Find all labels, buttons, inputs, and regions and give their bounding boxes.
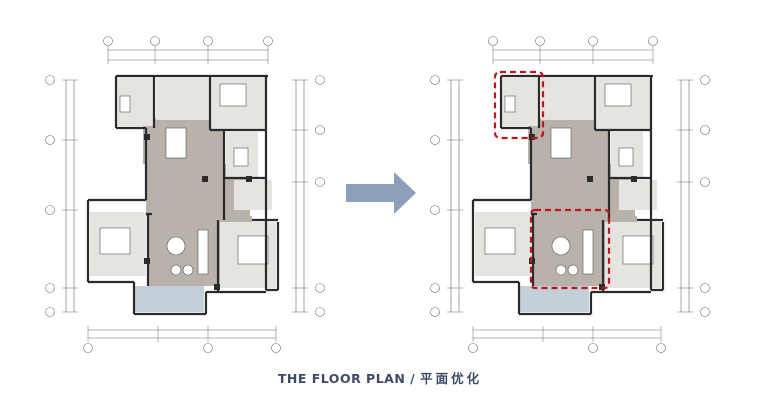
grid-axis-bubble (315, 75, 325, 85)
lounge-chair (170, 264, 182, 276)
structural-column (144, 134, 150, 140)
structural-column (587, 176, 593, 182)
bed-top (604, 83, 632, 107)
toilet (119, 95, 131, 113)
coffee-table (551, 236, 571, 256)
right-arrow-icon (346, 172, 416, 214)
after-floor-plan (430, 36, 710, 353)
grid-axis-bubble (700, 283, 710, 293)
highlight-living-zone (529, 208, 611, 290)
grid-axis-bubble (263, 36, 273, 46)
floor-plan-drawing (45, 36, 710, 353)
structural-column (202, 176, 208, 182)
bed-top (219, 83, 247, 107)
passage-floor (595, 120, 609, 170)
sofa (582, 229, 594, 275)
grid-axis-bubble (45, 75, 55, 85)
grid-axis-bubble (488, 36, 498, 46)
sofa (197, 229, 209, 275)
grid-axis-bubble (700, 307, 710, 317)
caption-title-en: THE FLOOR PLAN (277, 371, 406, 386)
grid-axis-bubble (656, 343, 666, 353)
right-arrow-shape (346, 172, 416, 214)
bed-left (99, 227, 131, 255)
grid-axis-bubble (430, 283, 440, 293)
before-floor-plan (45, 36, 325, 353)
grid-axis-bubble (45, 205, 55, 215)
balcony-floor (134, 286, 204, 312)
plan-caption: THE FLOOR PLAN / 平面优化 (0, 368, 760, 387)
highlight-bathroom-zone (493, 70, 545, 140)
storage-room-floor (541, 78, 597, 120)
dining-table (550, 127, 572, 159)
bed-left (484, 227, 516, 255)
grid-axis-bubble (203, 36, 213, 46)
bed-right (622, 235, 654, 265)
grid-axis-bubble (588, 343, 598, 353)
toilet (504, 95, 516, 113)
lounge-chair (182, 264, 194, 276)
lounge-chair (567, 264, 579, 276)
grid-axis-bubble (648, 36, 658, 46)
bathtub (233, 147, 249, 167)
structural-column (246, 176, 252, 182)
grid-axis-bubble (45, 283, 55, 293)
grid-axis-bubble (315, 307, 325, 317)
grid-axis-bubble (588, 36, 598, 46)
grid-axis-bubble (700, 125, 710, 135)
grid-axis-bubble (700, 177, 710, 187)
grid-axis-bubble (203, 343, 213, 353)
grid-axis-bubble (430, 75, 440, 85)
grid-axis-bubble (45, 135, 55, 145)
balcony-floor (519, 286, 589, 312)
passage-floor (210, 120, 224, 170)
grid-axis-bubble (700, 75, 710, 85)
lounge-chair (555, 264, 567, 276)
grid-axis-bubble (315, 125, 325, 135)
grid-axis-bubble (150, 36, 160, 46)
dining-table (165, 127, 187, 159)
caption-title-cn: 平面优化 (420, 371, 483, 386)
grid-axis-bubble (430, 135, 440, 145)
storage-room-floor (156, 78, 212, 120)
grid-axis-bubble (83, 343, 93, 353)
structural-column (631, 176, 637, 182)
grid-axis-bubble (430, 205, 440, 215)
coffee-table (166, 236, 186, 256)
grid-axis-bubble (315, 177, 325, 187)
grid-axis-bubble (430, 307, 440, 317)
structural-column (214, 284, 220, 290)
grid-axis-bubble (315, 283, 325, 293)
grid-axis-bubble (468, 343, 478, 353)
structural-column (144, 258, 150, 264)
grid-axis-bubble (535, 36, 545, 46)
grid-axis-bubble (103, 36, 113, 46)
grid-axis-bubble (271, 343, 281, 353)
grid-axis-bubble (45, 307, 55, 317)
caption-separator: / (410, 371, 416, 386)
bed-right (237, 235, 269, 265)
bathtub (618, 147, 634, 167)
